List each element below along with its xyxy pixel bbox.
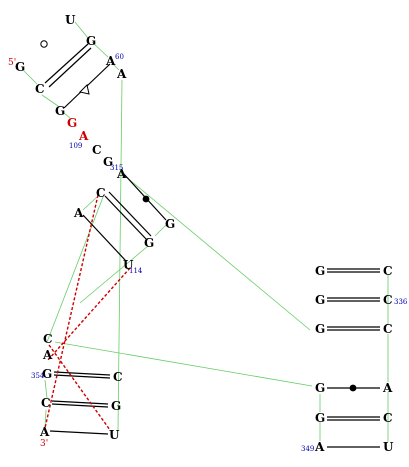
nucleotide: G: [103, 155, 113, 169]
residue-number: 336: [394, 298, 408, 306]
tertiary-link: [47, 267, 131, 361]
nucleotide: A: [39, 425, 50, 439]
residue-number: 349: [301, 445, 314, 453]
pair-line: [51, 403, 109, 408]
backbone-segment: [41, 94, 59, 107]
nucleotide: G: [42, 367, 52, 381]
residue-number: 114: [129, 267, 143, 275]
nucleotide: C: [383, 411, 393, 425]
nucleotide: C: [43, 332, 53, 346]
pair-line: [51, 400, 109, 405]
nucleotide: C: [35, 82, 45, 96]
pair-line: [104, 195, 148, 241]
nucleotide: C: [92, 143, 102, 157]
backbone-segment: [63, 112, 71, 119]
pair-symbol-triangle: [79, 84, 90, 95]
nucleotide: C: [113, 370, 123, 384]
pair-line: [82, 214, 127, 262]
nucleotide: A: [314, 440, 325, 454]
nucleotide: G: [111, 399, 121, 413]
nucleotide: C: [383, 293, 393, 307]
backbone: [23, 21, 389, 442]
nucleotide: A: [73, 206, 84, 220]
nucleotide: G: [315, 381, 325, 395]
backbone-segment: [110, 61, 120, 71]
backbone-segment: [79, 245, 149, 304]
nucleotide: C: [41, 396, 51, 410]
pair-symbol-circle: [40, 40, 48, 48]
backbone-segment: [23, 70, 38, 85]
pair-symbol-dot: [142, 195, 150, 203]
backbone-segment: [124, 175, 311, 331]
residue-number: 109: [69, 142, 82, 150]
nucleotide: G: [67, 116, 77, 130]
nucleotides: U G A A G C G G A C G A C A G G U G C G …: [15, 13, 394, 454]
pair-line: [49, 430, 109, 435]
nucleotide: C: [383, 322, 393, 336]
nucleotide: U: [109, 428, 120, 442]
nucleotide: A: [78, 129, 89, 143]
tertiary-link: [48, 344, 111, 431]
base-pairs: [44, 43, 380, 448]
nucleotide: A: [116, 67, 127, 81]
nucleotide: G: [86, 34, 96, 48]
residue-number: 60: [115, 53, 124, 61]
backbone-segment: [54, 341, 313, 387]
nucleotide: G: [315, 293, 325, 307]
nucleotide: A: [382, 381, 393, 395]
nucleotide: G: [15, 60, 25, 74]
residue-number: 315: [110, 164, 123, 172]
pair-line: [53, 374, 111, 379]
nucleotide: G: [315, 322, 325, 336]
backbone-segment: [154, 224, 167, 237]
five-prime-label: 5': [8, 58, 16, 68]
tertiary-interactions: [44, 194, 131, 431]
nucleotide: C: [383, 264, 393, 278]
backbone-segment: [74, 21, 89, 39]
three-prime-label: 3': [40, 439, 48, 449]
nucleotide: A: [116, 167, 127, 181]
backbone-segment: [44, 379, 48, 399]
nucleotide: U: [383, 440, 394, 454]
backbone-segment: [91, 41, 109, 58]
nucleotide: G: [315, 264, 325, 278]
nucleotide: A: [105, 54, 116, 68]
residue-number: 354: [31, 372, 45, 380]
tertiary-link: [44, 194, 99, 429]
pair-line: [108, 191, 152, 237]
nucleotide: A: [42, 348, 53, 362]
nucleotide: C: [96, 186, 106, 200]
nucleotide: G: [144, 236, 154, 250]
nucleotide: G: [165, 217, 175, 231]
pair-line: [53, 371, 111, 376]
pair-line: [48, 47, 92, 88]
nucleotide: G: [55, 104, 65, 118]
nucleotide: U: [123, 258, 134, 272]
pair-line: [44, 43, 89, 84]
nucleotide: G: [315, 411, 325, 425]
backbone-segment: [82, 196, 98, 211]
backbone-segment: [46, 196, 104, 343]
nucleotide: U: [65, 13, 76, 27]
pair-symbol-dot: [349, 384, 357, 392]
